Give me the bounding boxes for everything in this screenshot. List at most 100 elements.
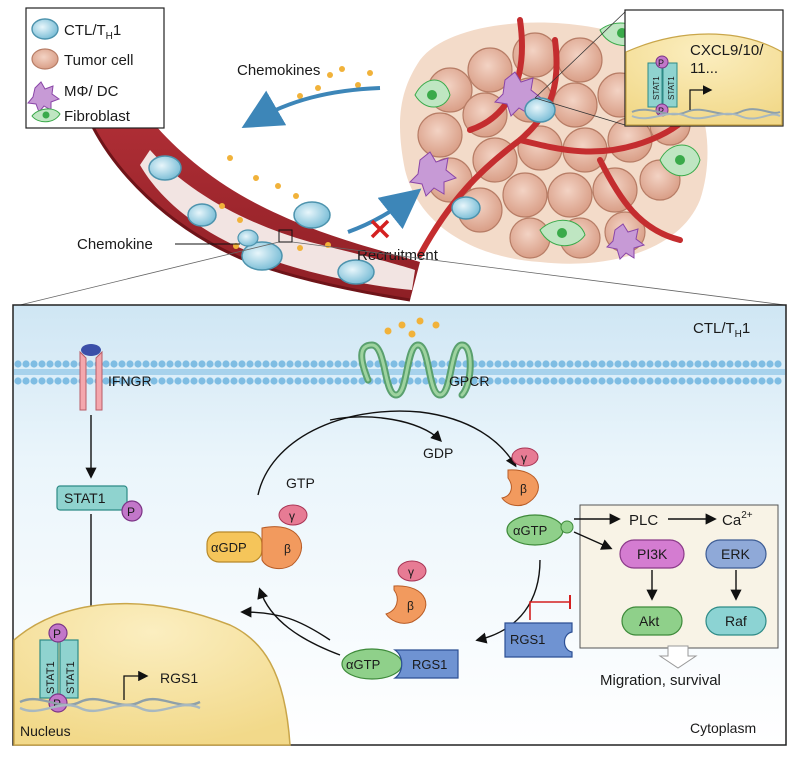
lipid-head bbox=[134, 377, 142, 385]
lipid-head bbox=[494, 360, 502, 368]
lipid-head bbox=[750, 360, 758, 368]
lipid-head bbox=[374, 377, 382, 385]
lipid-head bbox=[670, 360, 678, 368]
lipid-head bbox=[86, 377, 94, 385]
svg-text:αGTP: αGTP bbox=[346, 657, 380, 672]
lipid-head bbox=[710, 377, 718, 385]
legend: CTL/TH1 Tumor cell MΦ/ DC Fibroblast bbox=[25, 7, 165, 129]
lipid-head bbox=[398, 360, 406, 368]
lipid-head bbox=[342, 360, 350, 368]
lipid-head bbox=[86, 360, 94, 368]
lipid-head bbox=[430, 360, 438, 368]
lipid-head bbox=[558, 377, 566, 385]
lipid-head bbox=[558, 360, 566, 368]
lipid-head bbox=[182, 377, 190, 385]
lipid-head bbox=[134, 360, 142, 368]
cell-membrane bbox=[14, 360, 785, 385]
lipid-head bbox=[734, 377, 742, 385]
lipid-head bbox=[206, 360, 214, 368]
lipid-head bbox=[486, 360, 494, 368]
svg-text:STAT1: STAT1 bbox=[64, 490, 106, 506]
alpha-gtp-node: αGTP bbox=[506, 514, 574, 546]
lipid-head bbox=[198, 360, 206, 368]
downstream-box bbox=[573, 504, 779, 669]
lipid-head bbox=[654, 360, 662, 368]
lipid-head bbox=[246, 377, 254, 385]
lipid-head bbox=[238, 360, 246, 368]
rgs1-gene-label: RGS1 bbox=[160, 670, 198, 686]
lipid-head bbox=[414, 360, 422, 368]
svg-text:P: P bbox=[658, 58, 664, 68]
tumor-mass bbox=[400, 17, 708, 264]
lipid-head bbox=[46, 360, 54, 368]
lipid-head bbox=[414, 377, 422, 385]
svg-text:STAT1: STAT1 bbox=[45, 661, 57, 694]
lipid-head bbox=[126, 360, 134, 368]
lipid-head bbox=[278, 360, 286, 368]
lipid-head bbox=[614, 360, 622, 368]
lipid-head bbox=[678, 377, 686, 385]
lipid-head bbox=[150, 377, 158, 385]
lipid-head bbox=[38, 360, 46, 368]
lipid-head bbox=[366, 360, 374, 368]
lipid-head bbox=[334, 360, 342, 368]
rgs1-inhibitor: RGS1 bbox=[504, 595, 573, 658]
lipid-head bbox=[286, 360, 294, 368]
stat1-node: STAT1 P bbox=[56, 485, 143, 522]
lipid-head bbox=[174, 360, 182, 368]
svg-text:γ: γ bbox=[408, 565, 414, 579]
svg-text:αGDP: αGDP bbox=[211, 540, 247, 555]
akt-label: Akt bbox=[639, 613, 659, 629]
lipid-head bbox=[438, 377, 446, 385]
lipid-head bbox=[606, 377, 614, 385]
lipid-head bbox=[214, 377, 222, 385]
lipid-head bbox=[230, 377, 238, 385]
pi3k-label: PI3K bbox=[637, 546, 668, 562]
lipid-head bbox=[646, 377, 654, 385]
panel-title: CTL/TH1 bbox=[693, 320, 750, 340]
svg-text:β: β bbox=[407, 599, 414, 613]
lipid-head bbox=[334, 377, 342, 385]
lipid-head bbox=[150, 360, 158, 368]
lipid-head bbox=[718, 360, 726, 368]
lipid-head bbox=[158, 377, 166, 385]
lipid-head bbox=[230, 360, 238, 368]
legend-tcell-label: CTL/TH1 bbox=[64, 22, 121, 42]
t-cells-in-vessel bbox=[148, 155, 375, 285]
lipid-head bbox=[678, 360, 686, 368]
gtp-label: GTP bbox=[286, 475, 315, 491]
lipid-head bbox=[278, 377, 286, 385]
cell-panel: CTL/TH1 IFNGR STAT1 P STAT1 STAT1 P P bbox=[12, 304, 787, 746]
lipid-head bbox=[62, 377, 70, 385]
lipid-head bbox=[574, 377, 582, 385]
lipid-head bbox=[46, 377, 54, 385]
svg-text:P: P bbox=[53, 627, 61, 641]
lipid-head bbox=[750, 377, 758, 385]
lipid-head bbox=[598, 377, 606, 385]
svg-text:RGS1: RGS1 bbox=[510, 632, 545, 647]
lipid-head bbox=[494, 377, 502, 385]
g-protein-cycle bbox=[240, 410, 541, 656]
block-x-icon bbox=[370, 219, 390, 239]
lipid-head bbox=[350, 360, 358, 368]
lipid-head bbox=[478, 360, 486, 368]
lipid-head bbox=[638, 360, 646, 368]
svg-text:STAT1: STAT1 bbox=[667, 76, 676, 100]
lipid-head bbox=[670, 377, 678, 385]
lipid-head bbox=[30, 360, 38, 368]
lipid-head bbox=[646, 360, 654, 368]
lipid-head bbox=[62, 360, 70, 368]
legend-tumor-label: Tumor cell bbox=[64, 52, 133, 69]
lipid-head bbox=[742, 360, 750, 368]
lipid-head bbox=[694, 360, 702, 368]
lipid-head bbox=[350, 377, 358, 385]
lipid-head bbox=[238, 377, 246, 385]
chemokines-arrow bbox=[241, 86, 381, 129]
lipid-head bbox=[286, 377, 294, 385]
lipid-head bbox=[294, 377, 302, 385]
svg-text:β: β bbox=[284, 542, 291, 556]
lipid-head bbox=[182, 360, 190, 368]
lipid-head bbox=[662, 360, 670, 368]
lipid-head bbox=[606, 360, 614, 368]
lipid-head bbox=[38, 377, 46, 385]
